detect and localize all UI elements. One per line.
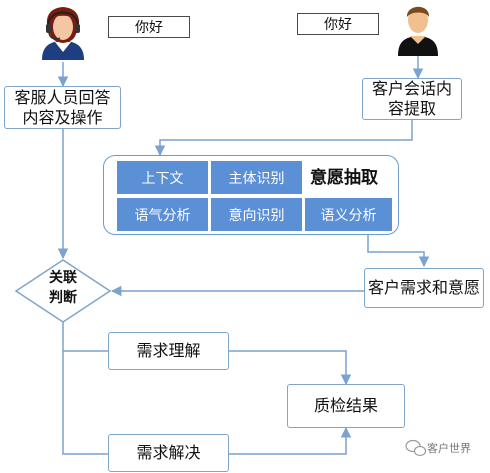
need-understanding-label: 需求理解 xyxy=(136,341,201,360)
arrow-step-to-panel xyxy=(154,120,413,157)
watermark-text: 客户世界 xyxy=(427,442,471,455)
cell-subject-recognition-label: 主体识别 xyxy=(228,170,285,187)
arrow-panel-to-needs xyxy=(367,235,430,268)
line-decision-to-resolve xyxy=(62,351,108,455)
cell-semantic-analysis: 语义分析 xyxy=(305,198,392,231)
agent-greeting-text: 你好 xyxy=(135,20,163,36)
arrow-understand-to-result xyxy=(229,350,352,386)
cell-tone-analysis: 语气分析 xyxy=(117,198,208,231)
customer-greeting-bubble: 你好 xyxy=(297,13,379,35)
decision-diamond xyxy=(14,259,112,323)
qa-result-box: 质检结果 xyxy=(287,384,405,428)
cell-intent-recognition-label: 意向识别 xyxy=(228,207,285,224)
customer-needs-box: 客户需求和意愿 xyxy=(364,268,484,308)
cell-semantic-analysis-label: 语义分析 xyxy=(320,207,377,224)
qa-result-label: 质检结果 xyxy=(313,396,378,415)
customer-needs-label: 客户需求和意愿 xyxy=(367,278,480,297)
decision-label: 关联 判断 xyxy=(49,270,77,306)
intent-panel-title: 意愿抽取 xyxy=(310,168,378,188)
customer-extract-label: 客户会话内 容提取 xyxy=(371,79,452,118)
need-resolution-label: 需求解决 xyxy=(136,443,201,462)
customer-avatar-icon xyxy=(398,6,438,56)
customer-extract-step: 客户会话内 容提取 xyxy=(362,78,462,120)
need-resolution-box: 需求解决 xyxy=(108,434,229,472)
cell-context: 上下文 xyxy=(117,161,208,194)
cell-subject-recognition: 主体识别 xyxy=(211,161,302,194)
arrow-resolve-to-result xyxy=(229,426,352,455)
wechat-watermark-icon xyxy=(405,439,427,457)
cell-context-label: 上下文 xyxy=(141,170,184,187)
agent-greeting-bubble: 你好 xyxy=(108,16,190,38)
need-understanding-box: 需求理解 xyxy=(108,332,229,370)
customer-greeting-text: 你好 xyxy=(324,17,352,33)
cell-tone-analysis-label: 语气分析 xyxy=(134,207,191,224)
cell-intent-recognition: 意向识别 xyxy=(211,198,302,231)
line-decision-to-understand xyxy=(62,322,108,352)
agent-headset-avatar-icon xyxy=(42,7,84,60)
agent-response-step: 客服人员回答 内容及操作 xyxy=(4,86,121,129)
agent-response-label: 客服人员回答 内容及操作 xyxy=(14,87,111,127)
